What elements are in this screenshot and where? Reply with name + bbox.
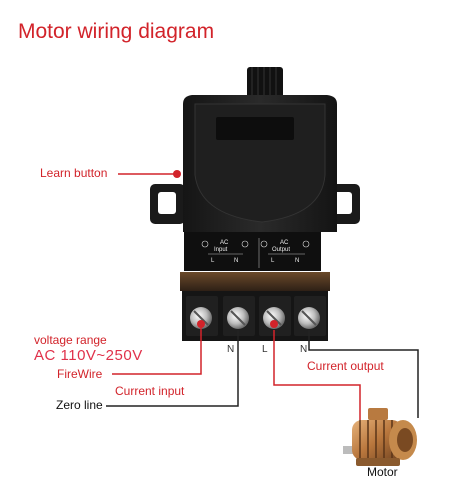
diagram-title: Motor wiring diagram bbox=[18, 20, 215, 43]
terminal-label-n-left: N bbox=[227, 344, 235, 355]
current-input-label: Current input bbox=[115, 384, 185, 398]
ac-range-label: AC 110V~250V bbox=[34, 347, 143, 364]
panel-l2: L bbox=[271, 258, 275, 264]
terminal-block bbox=[180, 272, 330, 341]
antenna bbox=[247, 67, 283, 99]
terminal-label-n-right: N bbox=[300, 344, 308, 355]
panel-n2: N bbox=[295, 258, 300, 264]
terminal-screws bbox=[190, 307, 320, 329]
panel-output-word: Output bbox=[272, 247, 291, 253]
relay-body bbox=[183, 95, 337, 232]
motor-image bbox=[343, 408, 417, 466]
motor-label: Motor bbox=[367, 465, 398, 479]
panel-input-word: Input bbox=[214, 247, 228, 253]
zero-line-label: Zero line bbox=[56, 398, 103, 412]
wires bbox=[106, 324, 419, 420]
panel-ac-output: AC bbox=[280, 240, 289, 246]
terminal-label-l: L bbox=[262, 344, 268, 355]
voltage-range-label: voltage range bbox=[34, 333, 107, 347]
learn-button-pointer bbox=[118, 170, 181, 178]
firewire-label: FireWire bbox=[57, 367, 103, 381]
current-output-label: Current output bbox=[307, 359, 384, 373]
panel-n1: N bbox=[234, 258, 239, 264]
label-panel bbox=[184, 232, 321, 271]
panel-l1: L bbox=[211, 258, 215, 264]
panel-ac-input: AC bbox=[220, 240, 229, 246]
learn-button-label: Learn button bbox=[40, 166, 108, 180]
